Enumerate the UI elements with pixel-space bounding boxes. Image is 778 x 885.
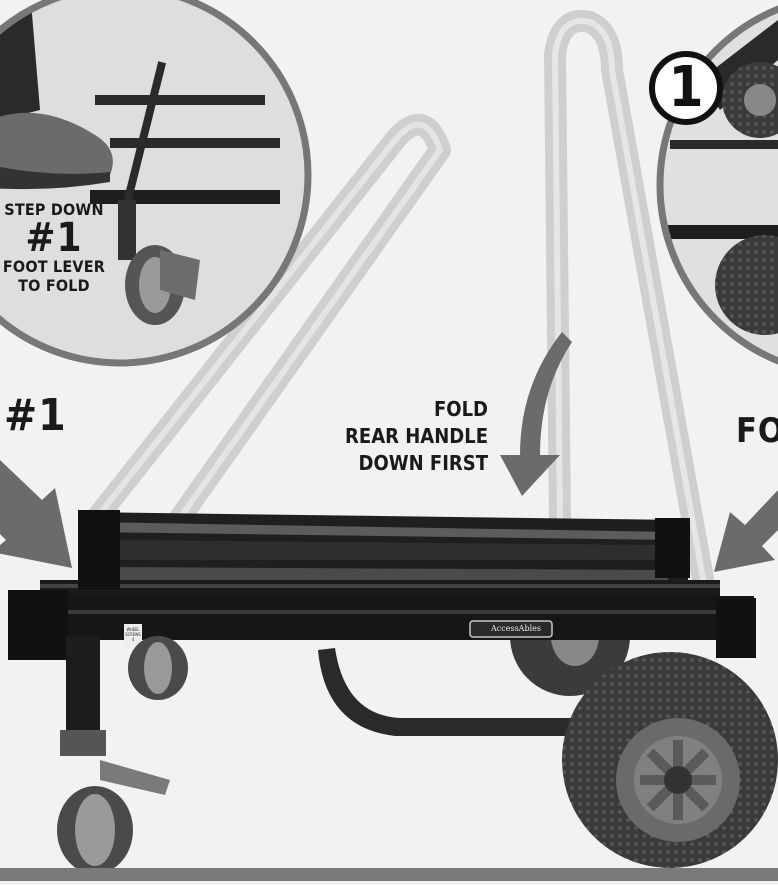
caption-to-fold: TO FOLD bbox=[18, 276, 90, 295]
caster-sticker bbox=[124, 624, 142, 648]
fold-instruction: FOLD REAR HANDLE DOWN FIRST bbox=[340, 396, 488, 477]
inset-caption: STEP DOWN #1 FOOT LEVER TO FOLD bbox=[0, 200, 114, 295]
left-step-label: #1 bbox=[4, 390, 67, 441]
fold-instruction-line1: FOLD bbox=[434, 397, 488, 421]
left-pointer-arrow bbox=[0, 460, 72, 568]
caption-step-number: #1 bbox=[25, 215, 83, 261]
pneumatic-wheel bbox=[562, 652, 778, 868]
right-pointer-arrow bbox=[714, 490, 778, 572]
step-number: 1 bbox=[668, 55, 704, 120]
brand-plate bbox=[469, 620, 553, 638]
right-partial-label: FOO bbox=[736, 411, 778, 451]
caption-foot-lever: FOOT LEVER bbox=[2, 257, 106, 276]
cart-body bbox=[8, 510, 778, 874]
caster-sticker-text: WHEEL SCREWS 4 bbox=[125, 627, 141, 642]
boot-icon bbox=[0, 112, 113, 187]
foot-lever-inset bbox=[0, 0, 312, 367]
bottom-bar bbox=[0, 868, 778, 881]
fold-instruction-line3: DOWN FIRST bbox=[358, 451, 488, 475]
fold-down-arrow bbox=[500, 332, 572, 496]
caption-step-down: STEP DOWN bbox=[4, 200, 104, 219]
step-number-badge bbox=[649, 51, 723, 125]
fold-instruction-line2: REAR HANDLE bbox=[345, 424, 488, 448]
brand-plate-text: AccessAbles bbox=[491, 624, 541, 633]
